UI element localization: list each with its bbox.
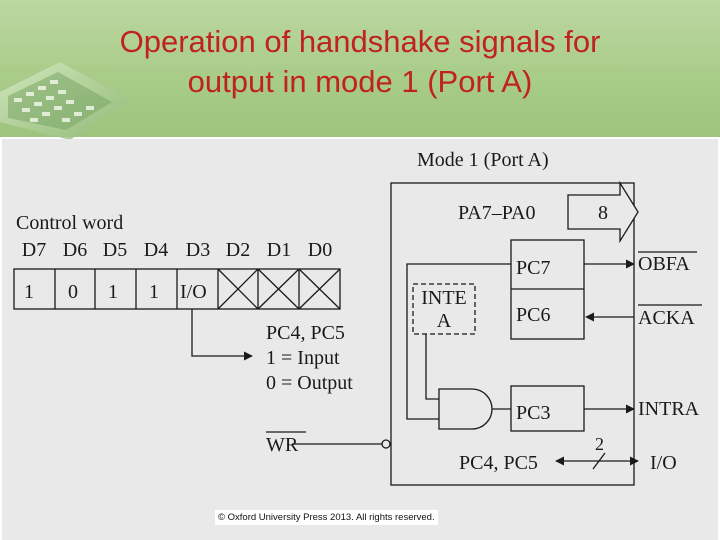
bit-header-d3: D3 xyxy=(186,239,210,261)
control-word-label: Control word xyxy=(16,212,123,234)
pc7-label: PC7 xyxy=(516,257,550,279)
intra-label: INTRA xyxy=(638,398,700,420)
slide-title: Operation of handshake signals for outpu… xyxy=(60,22,660,102)
inte-label-line-1: INTE xyxy=(421,287,467,309)
bit-value-d4: 1 xyxy=(149,281,159,303)
bit-value-d6: 0 xyxy=(68,281,78,303)
bus-width-label: 8 xyxy=(598,202,608,224)
pc45-note: PC4, PC5 1 = Input 0 = Output xyxy=(266,322,353,394)
io-label: I/O xyxy=(650,452,677,474)
pc45-note-line-2: 1 = Input xyxy=(266,347,340,369)
pc4-pc5-label: PC4, PC5 xyxy=(459,452,538,474)
bit-header-d7: D7 xyxy=(22,239,46,261)
bit-headers: D7 D6 D5 D4 D3 D2 D1 D0 xyxy=(22,239,332,261)
bit-values: 1 0 1 1 I/O xyxy=(24,281,207,303)
pc45-note-line-3: 0 = Output xyxy=(266,372,353,394)
pc6-label: PC6 xyxy=(516,304,550,326)
obfa-label: OBFA xyxy=(638,253,690,275)
handshake-diagram: Mode 1 (Port A) Control word D7 D6 D5 D4… xyxy=(2,139,718,540)
pc45-note-line-1: PC4, PC5 xyxy=(266,322,345,344)
title-line-2: output in mode 1 (Port A) xyxy=(60,62,660,102)
diagram-panel: Mode 1 (Port A) Control word D7 D6 D5 D4… xyxy=(2,139,718,540)
bit-header-d0: D0 xyxy=(308,239,332,261)
bit-header-d2: D2 xyxy=(226,239,250,261)
wr-label: WR xyxy=(266,434,299,456)
wr-inverter-bubble xyxy=(382,440,390,448)
bit-header-d6: D6 xyxy=(63,239,87,261)
bit-value-d5: 1 xyxy=(108,281,118,303)
and-gate xyxy=(439,389,492,429)
title-line-1: Operation of handshake signals for xyxy=(60,22,660,62)
bit-value-d7: 1 xyxy=(24,281,34,303)
acka-label: ACKA xyxy=(638,307,695,329)
bit-header-d1: D1 xyxy=(267,239,291,261)
copyright-notice: © Oxford University Press 2013. All righ… xyxy=(215,510,438,525)
port-a-label: PA7–PA0 xyxy=(458,202,535,224)
bit-value-d3: I/O xyxy=(180,281,207,303)
inte-label-line-2: A xyxy=(437,310,452,332)
mode-label: Mode 1 (Port A) xyxy=(417,149,549,171)
bit-header-d4: D4 xyxy=(144,239,168,261)
io-width-label: 2 xyxy=(595,434,604,454)
pc3-label: PC3 xyxy=(516,402,550,424)
bit-header-d5: D5 xyxy=(103,239,127,261)
